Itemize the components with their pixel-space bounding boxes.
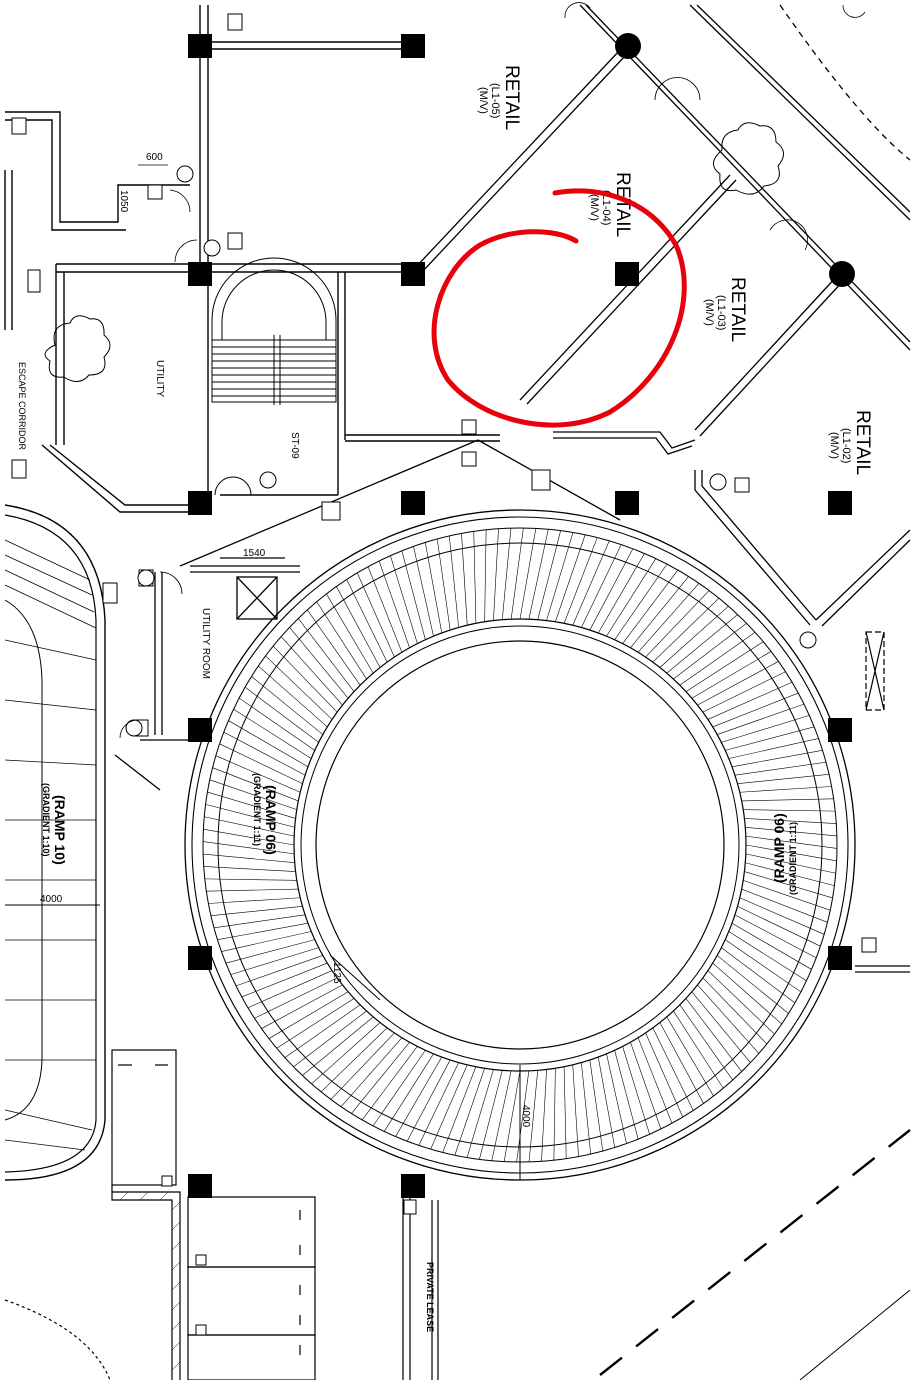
upper-left-walls [4, 5, 500, 513]
dimension-label: 600 [146, 152, 163, 163]
utility-label: UTILITY [154, 360, 165, 398]
column [615, 262, 639, 286]
ramp-06-left-label: (RAMP 06) (GRADIENT 1:11) [252, 773, 279, 855]
door-swings [119, 2, 866, 739]
ramp-06 [184, 509, 856, 1181]
dimension-label: 1125 [331, 962, 342, 984]
round-column [615, 33, 641, 59]
cloud-markup [44, 122, 784, 382]
ramp-name: (RAMP 06) [263, 785, 279, 855]
ramp-name: (RAMP 06) [771, 813, 787, 883]
column [828, 718, 852, 742]
column [188, 491, 212, 515]
retail-title: RETAIL [501, 65, 522, 130]
ramp-10-label: (RAMP 10) (GRADIENT 1:10) [41, 783, 68, 865]
column [188, 718, 212, 742]
retail-sub: (M/V) [828, 432, 840, 459]
escape-corridor-label: ESCAPE CORRIDOR [17, 362, 27, 451]
right-side-elements [855, 631, 910, 973]
retail-title: RETAIL [612, 172, 633, 237]
column [188, 1174, 212, 1198]
retail-unit-number: (L1-02) [840, 428, 852, 463]
structural-columns [188, 33, 855, 1198]
hatch-wall [119, 1191, 181, 1371]
ramp-gradient: (GRADIENT 1:11) [252, 773, 262, 846]
column [188, 34, 212, 58]
retail-sub: (M/V) [477, 87, 489, 114]
utility-room-label: UTILITY ROOM [200, 608, 211, 679]
fixture-tags [11, 13, 877, 1336]
ramp-gradient: (GRADIENT 1:11) [788, 822, 798, 895]
column [188, 262, 212, 286]
round-column [829, 261, 855, 287]
column [188, 946, 212, 970]
retail-unit-number: (L1-04) [600, 190, 612, 225]
dimension-label: 4000 [520, 1105, 531, 1128]
ramp-gradient: (GRADIENT 1:10) [41, 783, 51, 857]
stair-label: ST-09 [289, 432, 300, 459]
retail-unit-number: (L1-03) [715, 295, 727, 330]
dimension-label: 4000 [40, 894, 63, 905]
retail-l1-02-label: RETAIL (L1-02) (M/V) [828, 410, 873, 475]
retail-title: RETAIL [727, 277, 748, 342]
retail-partitions [179, 4, 911, 627]
utility-room-walls [114, 557, 300, 791]
retail-l1-04-label: RETAIL (L1-04) (M/V) [588, 172, 633, 237]
retail-sub: (M/V) [588, 194, 600, 221]
column [401, 491, 425, 515]
dimension-label: 1540 [243, 548, 266, 559]
retail-l1-03-label: RETAIL (L1-03) (M/V) [703, 277, 748, 342]
retail-sub: (M/V) [703, 299, 715, 326]
retail-unit-number: (L1-05) [489, 83, 501, 118]
stair-st-09 [211, 257, 337, 496]
dashed-boundary [599, 1129, 911, 1376]
column [401, 1174, 425, 1198]
dashed-line-thin [799, 1289, 911, 1380]
retail-l1-05-label: RETAIL (L1-05) (M/V) [477, 65, 522, 130]
ramp-06-right-label: (RAMP 06) (GRADIENT 1:11) [771, 813, 798, 895]
column [828, 491, 852, 515]
column [401, 34, 425, 58]
private-lease-label: PRIVATE LEASE [425, 1262, 435, 1332]
column [615, 491, 639, 515]
ramp-name: (RAMP 10) [52, 795, 68, 865]
column [401, 262, 425, 286]
retail-title: RETAIL [852, 410, 873, 475]
ramp-10 [4, 504, 106, 1181]
red-markup-circle [431, 188, 687, 428]
dimension-label: 1050 [118, 190, 129, 213]
column [828, 946, 852, 970]
